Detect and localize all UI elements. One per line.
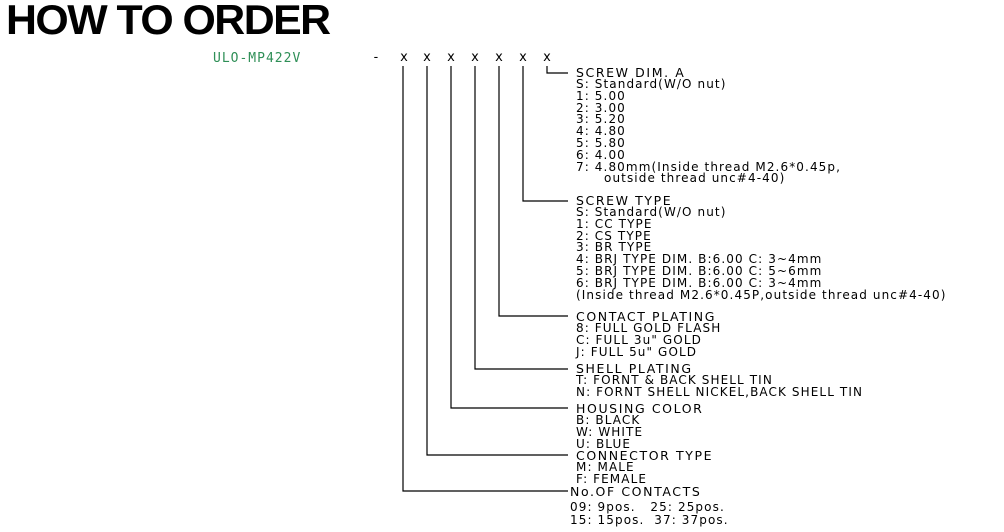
contact-plating-option: J: FULL 5u" GOLD xyxy=(576,344,698,359)
screw-type-option: 5: BRJ TYPE DIM. B:6.00 C: 5~6mm xyxy=(576,263,823,278)
code-position-7: x xyxy=(543,50,551,65)
connector-type-option: M: MALE xyxy=(576,460,635,474)
contacts-row: 09: 9pos. 25: 25pos. xyxy=(570,500,725,514)
section-screw-type: SCREW TYPE S: Standard(W/O nut) 1: CC TY… xyxy=(576,194,947,301)
screw-dim-option-note: outside thread unc#4-40) xyxy=(604,171,786,186)
line-connector-type xyxy=(426,66,568,456)
housing-color-option: B: BLACK xyxy=(576,413,641,427)
screw-type-heading: SCREW TYPE xyxy=(576,193,673,208)
contact-plating-heading: CONTACT PLATING xyxy=(576,309,716,324)
code-position-3: x xyxy=(447,50,455,65)
connector-type-heading: CONNECTOR TYPE xyxy=(576,448,714,463)
line-contacts xyxy=(402,66,568,492)
code-position-6: x xyxy=(519,50,527,65)
screw-dim-option: 1: 5.00 xyxy=(576,88,626,103)
screw-type-option: 4: BRJ TYPE DIM. B:6.00 C: 3~4mm xyxy=(576,252,823,267)
line-screw-dim xyxy=(546,66,568,74)
code-position-4: x xyxy=(471,50,479,65)
housing-color-heading: HOUSING COLOR xyxy=(576,401,704,416)
screw-dim-option: 6: 4.00 xyxy=(576,147,626,162)
screw-type-option: S: Standard(W/O nut) xyxy=(576,205,727,219)
screw-type-option: 1: CC TYPE xyxy=(576,216,653,231)
part-number-prefix: ULO-MP422V xyxy=(213,51,302,66)
screw-dim-option: 2: 3.00 xyxy=(576,100,626,115)
screw-dim-heading: SCREW DIM. A xyxy=(576,65,686,80)
screw-dim-option: S: Standard(W/O nut) xyxy=(576,77,727,91)
screw-type-option: 6: BRJ TYPE DIM. B:6.00 C: 3~4mm xyxy=(576,275,823,290)
contact-plating-option: C: FULL 3u" GOLD xyxy=(576,332,702,347)
section-connector-type: CONNECTOR TYPE M: MALE F: FEMALE xyxy=(576,449,713,486)
line-screw-type xyxy=(522,66,568,202)
section-contacts: No.OF CONTACTS 09: 9pos. 25: 25pos. 15: … xyxy=(570,485,729,527)
screw-dim-option: 3: 5.20 xyxy=(576,112,626,127)
connector-type-option: F: FEMALE xyxy=(576,471,648,486)
screw-type-option: 3: BR TYPE xyxy=(576,240,653,255)
shell-plating-heading: SHELL PLATING xyxy=(576,361,693,376)
housing-color-option: W: WHITE xyxy=(576,424,644,439)
contact-plating-option: 8: FULL GOLD FLASH xyxy=(576,321,722,335)
section-screw-dim: SCREW DIM. A S: Standard(W/O nut) 1: 5.0… xyxy=(576,66,841,185)
screw-dim-option: 5: 5.80 xyxy=(576,135,626,150)
shell-plating-option: T: FORNT & BACK SHELL TIN xyxy=(576,373,773,387)
section-contact-plating: CONTACT PLATING 8: FULL GOLD FLASH C: FU… xyxy=(576,310,721,358)
line-housing-color xyxy=(450,66,568,409)
code-position-1: x xyxy=(400,50,408,65)
contacts-row: 15: 15pos. 37: 37pos. xyxy=(570,513,729,527)
housing-color-option: U: BLUE xyxy=(576,436,632,451)
screw-dim-option: 7: 4.80mm(Inside thread M2.6*0.45p, xyxy=(576,159,842,174)
contacts-heading: No.OF CONTACTS xyxy=(570,484,702,499)
code-position-2: x xyxy=(423,50,431,65)
line-contact-plating xyxy=(498,66,568,317)
screw-type-note: (Inside thread M2.6*0.45P,outside thread… xyxy=(576,287,947,302)
section-shell-plating: SHELL PLATING T: FORNT & BACK SHELL TIN … xyxy=(576,362,863,399)
page-title: HOW TO ORDER xyxy=(6,0,331,43)
shell-plating-option: N: FORNT SHELL NICKEL,BACK SHELL TIN xyxy=(576,384,864,399)
part-number-dash: - xyxy=(372,50,380,65)
screw-dim-option: 4: 4.80 xyxy=(576,124,626,139)
screw-type-option: 2: CS TYPE xyxy=(576,228,652,243)
line-shell-plating xyxy=(474,66,568,370)
code-position-5: x xyxy=(495,50,503,65)
section-housing-color: HOUSING COLOR B: BLACK W: WHITE U: BLUE xyxy=(576,402,703,450)
